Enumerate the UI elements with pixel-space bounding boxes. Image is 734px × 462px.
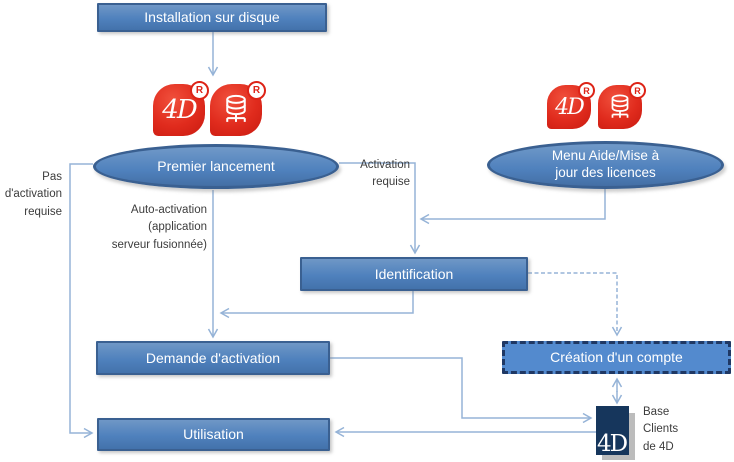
- registered-badge-icon: R: [190, 81, 209, 100]
- node-demande-activation-label: Demande d'activation: [145, 349, 281, 366]
- node-identification-label: Identification: [374, 265, 454, 282]
- 4d-app-icon-letters: 4D: [162, 95, 197, 125]
- registered-badge-icon: R: [247, 81, 266, 100]
- 4d-server-app-icon: R: [210, 81, 266, 136]
- node-menu-aide: Menu Aide/Mise à jour des licences: [487, 141, 724, 189]
- registered-badge-icon: R: [629, 82, 646, 99]
- node-menu-aide-label: Menu Aide/Mise à jour des licences: [551, 148, 660, 180]
- edge-premier-to-utilisation: [69, 163, 94, 439]
- node-installation-label: Installation sur disque: [144, 9, 280, 26]
- database-icon: [611, 94, 629, 118]
- registered-badge-icon: R: [578, 82, 595, 99]
- edge-identification-to-creation-dashed: [528, 272, 623, 337]
- 4d-server-app-icon: R: [598, 82, 646, 129]
- label-base-clients-4d: Base Clients de 4D: [643, 406, 679, 453]
- 4d-logo-letters: 4D: [597, 431, 628, 455]
- edge-identification-to-demande: [219, 291, 414, 319]
- node-utilisation: Utilisation: [97, 418, 330, 451]
- node-premier-lancement-label: Premier lancement: [157, 157, 275, 174]
- label-activation-requise: Activation requise: [360, 159, 410, 189]
- node-installation: Installation sur disque: [97, 3, 327, 32]
- node-demande-activation: Demande d'activation: [96, 341, 330, 375]
- node-premier-lancement: Premier lancement: [93, 144, 339, 189]
- 4d-app-icon: 4D R: [153, 81, 209, 136]
- node-creation-compte-label: Création d'un compte: [550, 349, 683, 366]
- edge-menuaide-to-identification: [419, 189, 606, 225]
- 4d-app-icon-letters: 4D: [555, 94, 585, 120]
- node-identification: Identification: [300, 257, 528, 291]
- label-pas-activation-requise: Pas d'activation requise: [4, 171, 62, 218]
- database-icon: [226, 94, 246, 122]
- 4d-app-icon: 4D R: [547, 82, 595, 129]
- label-auto-activation: Auto-activation (application serveur fus…: [111, 204, 207, 251]
- 4d-logo-icon: 4D: [596, 406, 629, 455]
- node-creation-compte: Création d'un compte: [502, 341, 731, 374]
- node-utilisation-label: Utilisation: [183, 426, 244, 443]
